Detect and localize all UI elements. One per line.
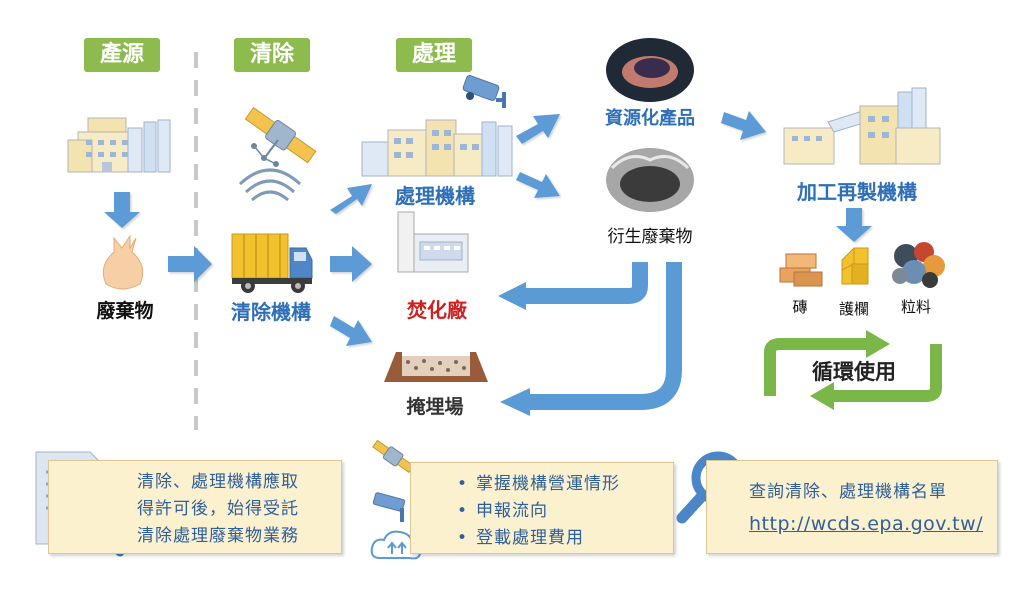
label-waste: 廢棄物 [96,300,154,322]
label-incinerator: 焚化廠 [407,298,467,322]
label-reprocess-org: 加工再製機構 [797,180,917,204]
label-resource-product: 資源化產品 [605,108,695,129]
stage-header-source: 產源 [84,38,160,72]
arrow-treatment-to-derived [516,172,560,198]
stage-header-treatment: 處理 [396,38,472,72]
label-derived-waste: 衍生廢棄物 [607,227,693,247]
permit-note-line: 得許可後，始得受託 [137,499,299,519]
label-granules: 粒料 [900,298,931,316]
query-title: 查詢清除、處理機構名單 [749,482,947,502]
satellite-icon [372,439,415,473]
label-clearance-org: 清除機構 [231,300,311,324]
derived-waste-photo [606,148,694,212]
landfill-icon [384,352,488,382]
label-treatment-org: 處理機構 [395,184,475,208]
label-landfill: 掩埋場 [406,396,464,418]
monitor-item: •掌握機構營運情形 [457,474,621,494]
satellite-icon [244,106,317,167]
granules-icon [892,242,945,288]
stage-header-clearance: 清除 [234,38,310,72]
permit-note-box: 清除、處理機構應取 得許可後，始得受託 清除處理廢棄物業務 [48,460,342,554]
guardrail-icon [841,247,869,285]
arrow-clearance-to-incinerator [330,246,372,282]
permit-note-line: 清除、處理機構應取 [137,472,299,492]
garbage-truck-icon [231,233,313,293]
arrow-factory-to-waste [104,192,140,228]
arrow-derived-to-landfill [524,262,682,410]
incinerator-icon [397,211,469,273]
factory-icon [67,117,171,173]
brick-icon [779,253,823,287]
arrow-reprocess-to-materials [836,208,872,242]
monitor-note-box: •掌握機構營運情形 •申報流向 •登載處理費用 [410,462,674,554]
cctv-camera-icon [372,492,406,522]
recycle-arrows-icon [764,338,942,402]
label-guardrail: 護欄 [838,300,869,318]
query-url-link[interactable]: http://wcds.epa.gov.tw/ [749,513,984,535]
signal-icon [238,168,302,202]
treatment-plant-icon [361,119,513,177]
arrow-product-to-reprocess [721,111,766,140]
arrow-treatment-to-product [516,114,560,144]
arrow-clearance-to-landfill [330,316,372,346]
cloud-upload-icon [370,530,422,560]
arrow-waste-to-clearance [168,246,212,282]
permit-note-line: 清除處理廢棄物業務 [137,526,299,546]
arrow-clearance-to-treatment [330,184,372,214]
cctv-camera-icon [462,75,506,108]
resource-product-photo [606,38,694,102]
label-brick: 磚 [792,298,808,316]
arrow-derived-to-incinerator [520,262,648,304]
monitor-item: •登載處理費用 [457,528,585,548]
label-recycle: 循環使用 [812,360,896,384]
monitor-item: •申報流向 [457,501,549,521]
reprocess-factory-icon [783,87,941,165]
query-note-box: 查詢清除、處理機構名單 http://wcds.epa.gov.tw/ [706,460,998,554]
waste-bag-icon [102,234,144,290]
